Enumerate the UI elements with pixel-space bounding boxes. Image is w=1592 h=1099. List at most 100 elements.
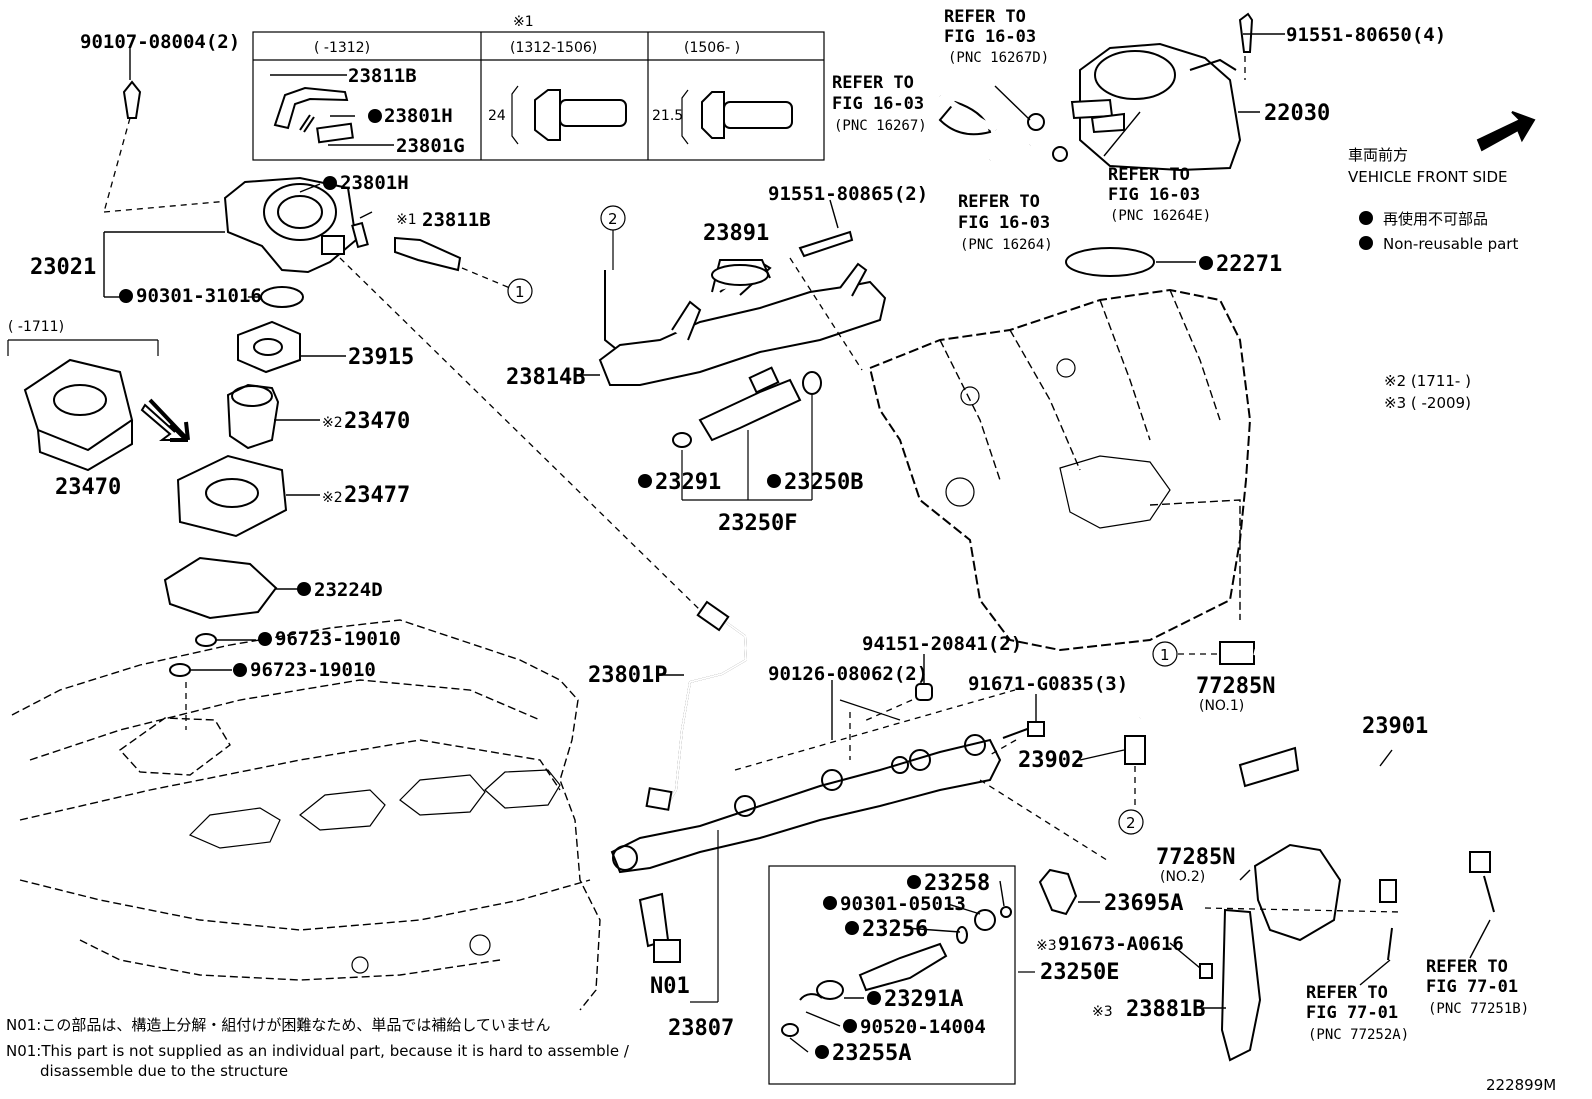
connector-23901 — [1219, 641, 1255, 665]
ref4-b: FIG 16-03 — [958, 213, 1050, 233]
throttle-body-22030 — [1079, 42, 1242, 172]
mark-2a: ※2 — [322, 415, 343, 431]
legend-mark-3: ※3 ( -2009) — [1384, 394, 1471, 412]
legend-dot-2 — [1359, 236, 1373, 250]
housing-23470 — [23, 358, 134, 452]
label-23470: 23470 — [55, 475, 121, 500]
label-23021: 23021 — [30, 255, 96, 280]
table-col3: (1506- ) — [684, 40, 740, 56]
table-col1: ( -1312) — [314, 40, 370, 56]
label-23801G: 23801G — [396, 135, 465, 157]
o-ring-96723-b — [169, 663, 191, 677]
label-90520-14004: 90520-14004 — [860, 1016, 986, 1038]
mark-1: ※1 — [396, 212, 417, 228]
ref2-b: FIG 16-03 — [832, 94, 924, 114]
ref6-b: FIG 77-01 — [1426, 977, 1518, 997]
label-23814B: 23814B — [506, 365, 585, 390]
ref3-c: (PNC 16264E) — [1110, 208, 1211, 224]
note-jp: N01:この部品は、構造上分解・組付けが困難なため、単品では補給していません — [6, 1016, 550, 1034]
bolt-91673 — [1199, 963, 1213, 979]
fuel-pump-23021 — [223, 176, 358, 274]
o-ring-90301 — [260, 286, 304, 308]
clamp-23695A — [1038, 868, 1078, 916]
circle-marker-1b: 1 — [1160, 646, 1170, 664]
label-23256: 23256 — [862, 917, 928, 942]
ref5-b: FIG 77-01 — [1306, 1003, 1398, 1023]
legend-mark-2: ※2 (1711- ) — [1384, 372, 1471, 390]
bolt-91551-80650 — [1238, 12, 1254, 53]
ref4-c: (PNC 16264) — [960, 237, 1053, 253]
ref6-a: REFER TO — [1426, 957, 1508, 977]
note-en-1: N01:This part is not supplied as an indi… — [6, 1042, 630, 1060]
bolt-90107 — [122, 80, 142, 119]
label-N01: N01 — [650, 974, 690, 999]
table-col2: (1312-1506) — [510, 40, 597, 56]
label-23250B: 23250B — [784, 470, 863, 495]
label-23902: 23902 — [1018, 748, 1084, 773]
connector-23902 — [1124, 735, 1146, 765]
label-23291: 23291 — [655, 470, 721, 495]
gasket-23224D — [163, 556, 278, 620]
label-23250E: 23250E — [1040, 960, 1119, 985]
label-23891: 23891 — [703, 221, 769, 246]
o-ring-96723-a — [195, 633, 217, 647]
bolt-91671 — [1002, 727, 1031, 739]
front-direction-arrow — [1476, 111, 1536, 152]
label-91673-A0616: 91673-A0616 — [1058, 933, 1184, 955]
intake-manifold — [868, 288, 1252, 652]
fuel-hose-23902 — [1139, 714, 1393, 882]
label-23811B: 23811B — [422, 209, 491, 231]
note-en-2: disassemble due to the structure — [40, 1062, 288, 1080]
injector-23250E — [858, 942, 948, 992]
ref1-a: REFER TO — [944, 7, 1026, 27]
mark-2b: ※2 — [322, 490, 343, 506]
label-23801H-table: 23801H — [384, 105, 453, 127]
label-90107-08004: 90107-08004(2) — [80, 31, 240, 53]
ref5-a: REFER TO — [1306, 983, 1388, 1003]
ref3-a: REFER TO — [1108, 165, 1190, 185]
label-23881B: 23881B — [1126, 997, 1205, 1022]
detail-box-23250E — [768, 865, 1016, 1085]
label-23477: 23477 — [344, 483, 410, 508]
circle-marker-1a: 1 — [515, 283, 525, 301]
nut-94151 — [915, 683, 933, 701]
legend-front-en: VEHICLE FRONT SIDE — [1348, 168, 1508, 186]
bracket-23881B — [1220, 908, 1262, 1062]
mark-3b: ※3 — [1092, 1004, 1113, 1020]
gasket-22271 — [1065, 247, 1155, 277]
label-23224D: 23224D — [314, 579, 383, 601]
range-1711: ( -1711) — [8, 319, 64, 335]
label-91551-80650: 91551-80650(4) — [1286, 24, 1446, 46]
ref6-c: (PNC 77251B) — [1428, 1001, 1529, 1017]
label-no1: (NO.1) — [1199, 698, 1244, 714]
ref1-b: FIG 16-03 — [944, 27, 1036, 47]
gasket-23915 — [237, 320, 301, 374]
label-22030: 22030 — [1264, 101, 1330, 126]
fitting-21-5 — [723, 101, 793, 129]
union-23811B — [394, 236, 462, 272]
label-96723-19010-a: 96723-19010 — [275, 628, 401, 650]
label-96723-19010-b: 96723-19010 — [250, 659, 376, 681]
housing-23477 — [176, 454, 288, 538]
label-23250F: 23250F — [718, 511, 797, 536]
label-23258: 23258 — [924, 871, 990, 896]
engine-block — [11, 619, 601, 1011]
label-23807: 23807 — [668, 1016, 734, 1041]
delivery-pipe-23814B — [598, 280, 887, 386]
fuel-hose-23901 — [1253, 649, 1483, 861]
ring-23291 — [672, 432, 692, 448]
ref5-c: (PNC 77252A) — [1308, 1027, 1409, 1043]
label-23470-var: 23470 — [344, 409, 410, 434]
label-23695A: 23695A — [1104, 891, 1183, 916]
label-23801H: 23801H — [340, 172, 409, 194]
figure-id: 222899M — [1486, 1076, 1556, 1094]
ref3-b: FIG 16-03 — [1108, 185, 1200, 205]
label-77285N-no2: 77285N — [1156, 845, 1235, 870]
fitting-24 — [559, 99, 627, 127]
direction-arrow — [140, 403, 188, 441]
table-mark: ※1 — [513, 14, 534, 30]
label-23801P: 23801P — [588, 663, 667, 688]
lifter-23470 — [226, 383, 280, 450]
label-23901: 23901 — [1362, 714, 1428, 739]
